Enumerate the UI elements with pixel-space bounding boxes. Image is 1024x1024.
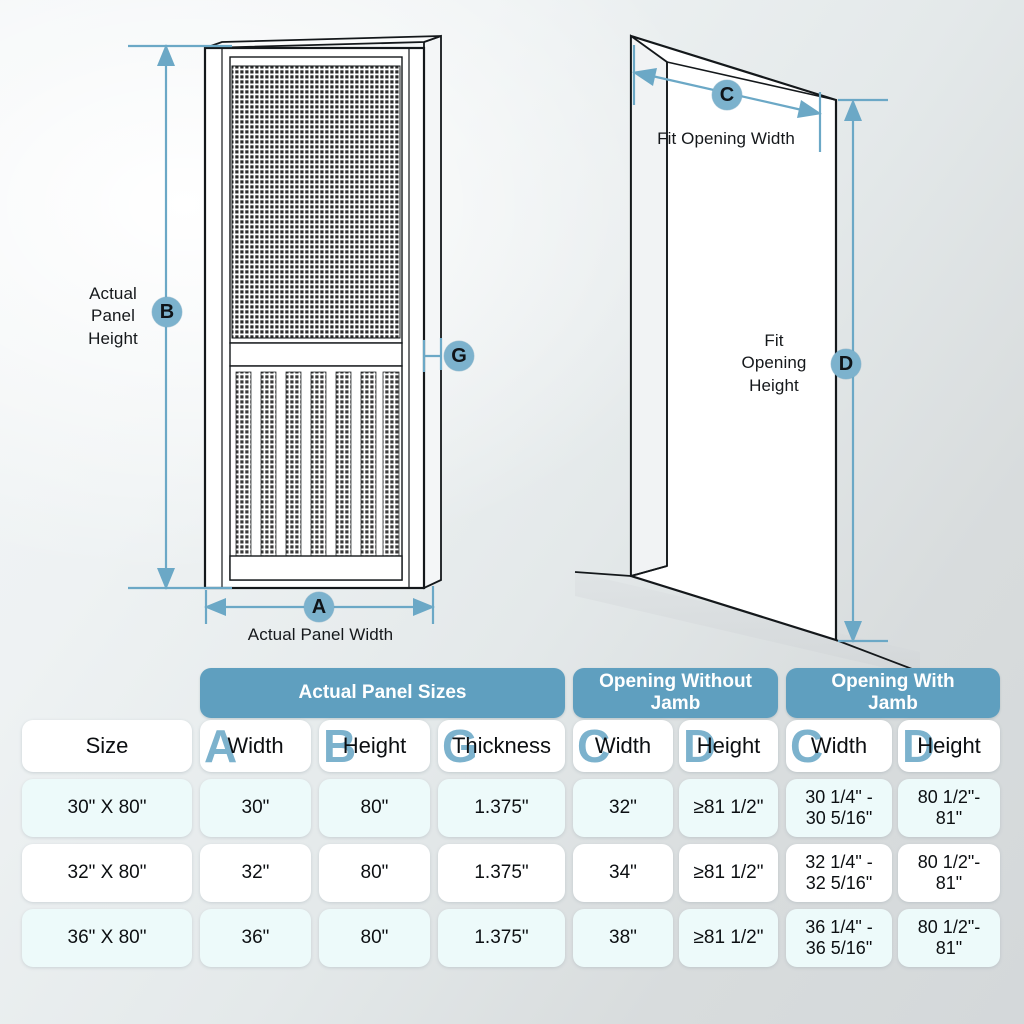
column-label-opening-height-nojamb: Height (696, 733, 761, 758)
cell-thickness: 1.375" (438, 779, 565, 837)
column-label-opening-height-jamb: Height (917, 733, 981, 758)
dimension-c-arrow-right (797, 100, 822, 118)
cell-opening-height-nojamb: ≥81 1/2" (679, 779, 778, 837)
cell-opening-width-jamb: 30 1/4" - 30 5/16" (786, 779, 892, 837)
column-header-panel-width: A Width (200, 720, 311, 772)
door-panel-drawing (203, 34, 442, 590)
column-label-thickness: Thickness (451, 733, 552, 758)
cell-panel-width: 30" (200, 779, 311, 837)
cell-size: 32" X 80" (22, 844, 192, 902)
badge-c: C (712, 80, 742, 110)
cell-opening-height-jamb: 80 1/2"- 81" (898, 779, 1000, 837)
cell-panel-width: 32" (200, 844, 311, 902)
table-row: 36" X 80" 36" 80" 1.375" 38" ≥81 1/2" 36… (0, 906, 1024, 971)
cell-panel-height: 80" (319, 779, 430, 837)
cell-panel-height: 80" (319, 844, 430, 902)
door-opening-drawing (574, 34, 921, 676)
group-header-actual-panel-sizes: Actual Panel Sizes (200, 668, 565, 718)
group-header-opening-with-jamb: Opening With Jamb (786, 668, 1000, 718)
cell-thickness: 1.375" (438, 844, 565, 902)
cell-opening-width-nojamb: 38" (573, 909, 673, 967)
column-label-opening-width-nojamb: Width (594, 733, 652, 758)
column-header-thickness: G Thickness (438, 720, 565, 772)
column-header-opening-height-jamb: D Height (898, 720, 1000, 772)
dimension-g-thickness (422, 338, 443, 372)
actual-panel-width-label: Actual Panel Width (247, 625, 394, 644)
cell-opening-height-nojamb: ≥81 1/2" (679, 844, 778, 902)
cell-size: 36" X 80" (22, 909, 192, 967)
column-header-opening-height-nojamb: D Height (679, 720, 778, 772)
cell-opening-height-jamb: 80 1/2"- 81" (898, 909, 1000, 967)
table-row: 32" X 80" 32" 80" 1.375" 34" ≥81 1/2" 32… (0, 841, 1024, 906)
dimension-a-arrow-left (204, 598, 226, 616)
cell-panel-width: 36" (200, 909, 311, 967)
dimension-b-arrow-bottom (157, 568, 175, 590)
group-header-opening-without-jamb: Opening Without Jamb (573, 668, 778, 718)
fit-opening-width-label: Fit Opening Width (657, 129, 795, 148)
badge-a: A (304, 592, 334, 622)
cell-panel-height: 80" (319, 909, 430, 967)
table-column-header-row: Size A Width B Height G Thickness C Widt… (0, 716, 1024, 776)
cell-opening-width-jamb: 32 1/4" - 32 5/16" (786, 844, 892, 902)
cell-opening-height-nojamb: ≥81 1/2" (679, 909, 778, 967)
cell-opening-width-nojamb: 32" (573, 779, 673, 837)
column-label-panel-height: Height (342, 733, 407, 758)
dimension-a-arrow-right (413, 598, 435, 616)
column-label-size: Size (85, 733, 129, 758)
column-label-opening-width-jamb: Width (810, 733, 868, 758)
column-header-panel-height: B Height (319, 720, 430, 772)
table-row: 30" X 80" 30" 80" 1.375" 32" ≥81 1/2" 30… (0, 776, 1024, 841)
dimension-c-arrow-left (632, 68, 657, 86)
column-header-size: Size (22, 720, 192, 772)
badge-d: D (831, 349, 861, 379)
cell-size: 30" X 80" (22, 779, 192, 837)
column-label-panel-width: Width (227, 733, 284, 758)
dimension-d-arrow-bottom (844, 621, 862, 643)
badge-g: G (444, 341, 474, 371)
actual-panel-height-label: Actual Panel Height (88, 284, 138, 348)
cell-opening-width-jamb: 36 1/4" - 36 5/16" (786, 909, 892, 967)
dimension-b-arrow-top (157, 44, 175, 66)
size-spec-table: Actual Panel Sizes Opening Without Jamb … (0, 660, 1024, 971)
cell-opening-width-nojamb: 34" (573, 844, 673, 902)
table-group-header-row: Actual Panel Sizes Opening Without Jamb … (0, 660, 1024, 718)
cell-thickness: 1.375" (438, 909, 565, 967)
badge-b: B (152, 297, 182, 327)
column-header-opening-width-nojamb: C Width (573, 720, 673, 772)
column-header-opening-width-jamb: C Width (786, 720, 892, 772)
dimension-d-arrow-top (844, 99, 862, 121)
fit-opening-height-label: Fit Opening Height (741, 331, 807, 395)
cell-opening-height-jamb: 80 1/2"- 81" (898, 844, 1000, 902)
